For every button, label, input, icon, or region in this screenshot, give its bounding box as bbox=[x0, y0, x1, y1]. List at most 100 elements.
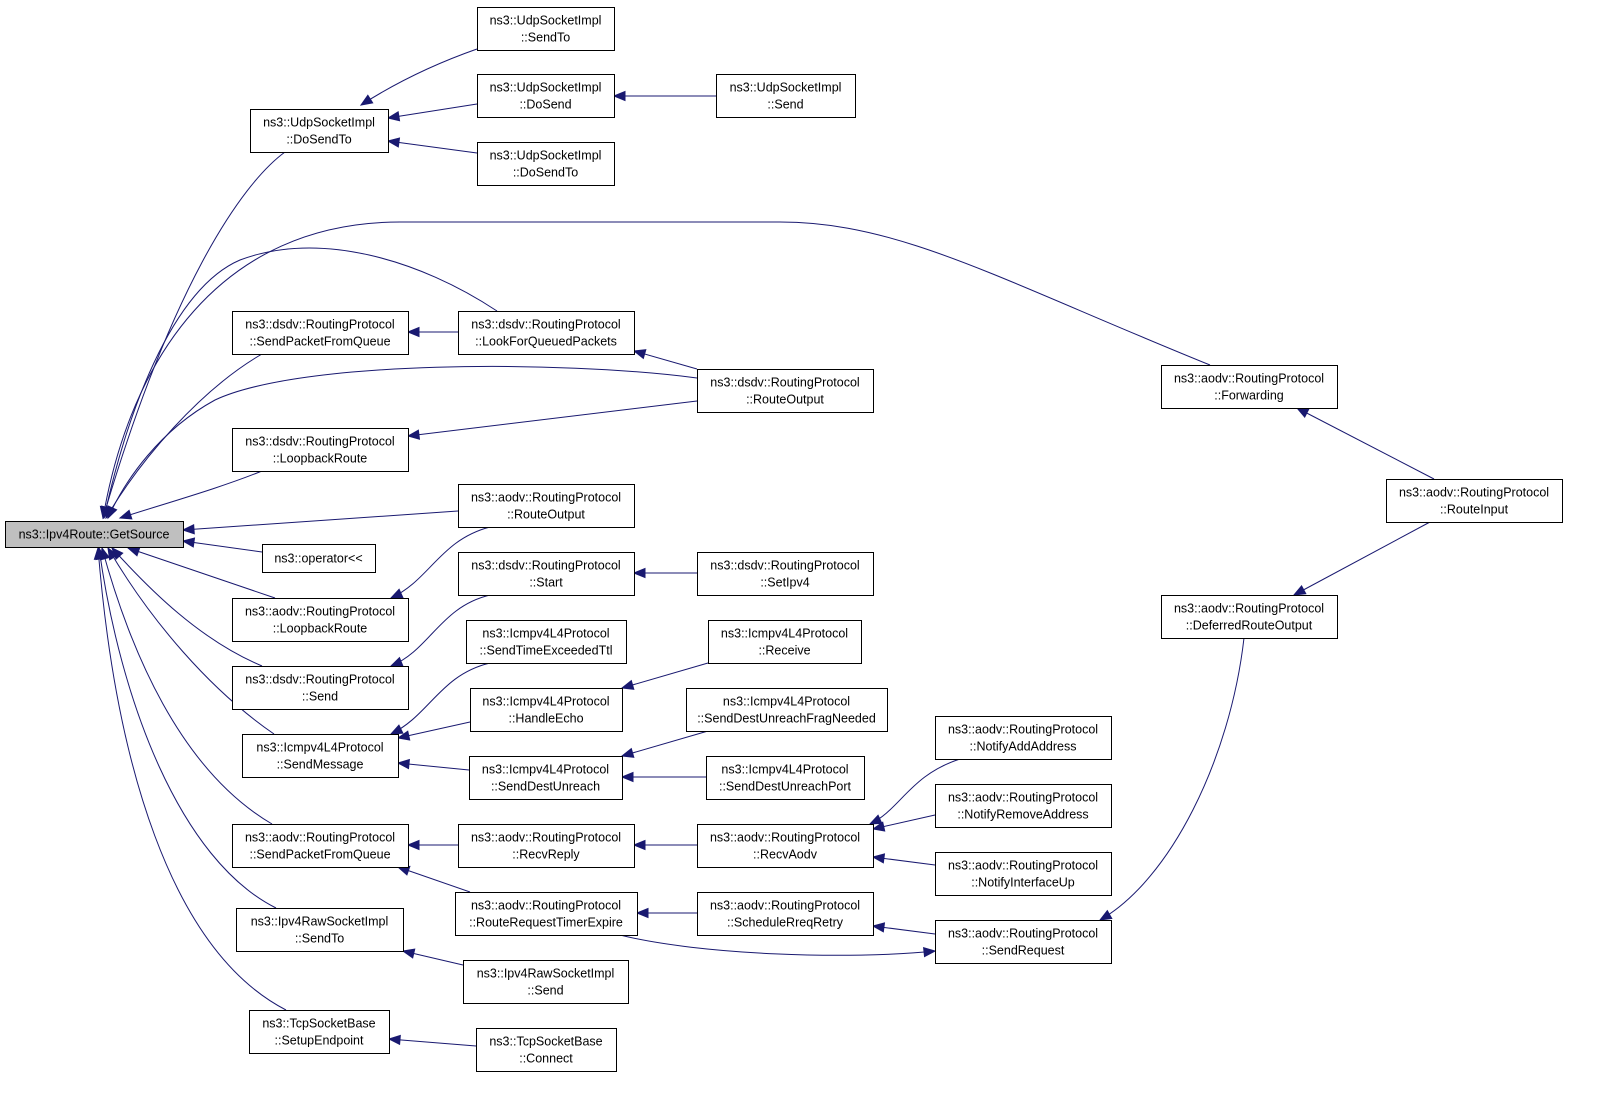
edge-line bbox=[397, 866, 471, 893]
node-udp-dosendto-caller[interactable]: ns3::UdpSocketImpl::DoSendTo bbox=[477, 142, 615, 186]
edge-udp_dosendto_caller-to-udp_dosendto_main bbox=[386, 137, 478, 154]
node-operator-ll[interactable]: ns3::operator<< bbox=[262, 544, 376, 573]
node-icmp-senddestunreachport[interactable]: ns3::Icmpv4L4Protocol::SendDestUnreachPo… bbox=[706, 756, 865, 800]
edge-line bbox=[101, 547, 273, 825]
node-udp-sendto[interactable]: ns3::UdpSocketImpl::SendTo bbox=[477, 7, 615, 51]
edge-line bbox=[1293, 521, 1431, 596]
node-aodv-schedulerreqretry[interactable]: ns3::aodv::RoutingProtocol::ScheduleRreq… bbox=[697, 892, 874, 936]
edge-aodv_routeoutput-to-aodv_loopbackroute bbox=[389, 526, 491, 599]
node-label-line: ns3::dsdv::RoutingProtocol bbox=[245, 318, 394, 332]
node-label-line: ns3::Ipv4RawSocketImpl bbox=[477, 967, 615, 981]
node-box bbox=[716, 74, 856, 118]
node-icmp-senddestunreachfragneeded[interactable]: ns3::Icmpv4L4Protocol::SendDestUnreachFr… bbox=[686, 688, 888, 732]
node-aodv-notifyinterfaceup[interactable]: ns3::aodv::RoutingProtocol::NotifyInterf… bbox=[935, 852, 1112, 896]
node-udp-dosend[interactable]: ns3::UdpSocketImpl::DoSend bbox=[477, 74, 615, 118]
edge-aodv_schedulerreqretry-to-aodv_routerequesttimerexpire bbox=[635, 907, 697, 919]
edge-line bbox=[390, 662, 491, 735]
arrowhead bbox=[389, 724, 404, 735]
edge-line bbox=[107, 365, 698, 519]
node-aodv-recvaodv[interactable]: ns3::aodv::RoutingProtocol::RecvAodv bbox=[697, 824, 874, 868]
node-aodv-recvreply[interactable]: ns3::aodv::RoutingProtocol::RecvReply bbox=[458, 824, 635, 868]
node-aodv-routerequesttimerexpire[interactable]: ns3::aodv::RoutingProtocol::RouteRequest… bbox=[455, 892, 638, 936]
arrowhead bbox=[612, 90, 626, 102]
node-box bbox=[232, 598, 409, 642]
node-box bbox=[706, 756, 865, 800]
node-box bbox=[242, 734, 399, 778]
node-tcp-setupendpoint[interactable]: ns3::TcpSocketBase::SetupEndpoint bbox=[249, 1010, 390, 1054]
node-label-line: ::NotifyInterfaceUp bbox=[971, 876, 1075, 890]
edge-line bbox=[102, 151, 286, 519]
node-aodv-forwarding[interactable]: ns3::aodv::RoutingProtocol::Forwarding bbox=[1161, 365, 1338, 409]
node-aodv-sendpacketfromqueue[interactable]: ns3::aodv::RoutingProtocol::SendPacketFr… bbox=[232, 824, 409, 868]
arrowhead bbox=[406, 326, 420, 338]
edge-aodv_routeinput-to-aodv_forwarding bbox=[1295, 407, 1435, 480]
node-aodv-notifyremoveaddress[interactable]: ns3::aodv::RoutingProtocol::NotifyRemove… bbox=[935, 784, 1112, 828]
node-icmp-sendmessage[interactable]: ns3::Icmpv4L4Protocol::SendMessage bbox=[242, 734, 399, 778]
node-box bbox=[697, 824, 874, 868]
node-label-line: ::SendTimeExceededTtl bbox=[480, 644, 613, 658]
node-aodv-routeinput[interactable]: ns3::aodv::RoutingProtocol::RouteInput bbox=[1386, 479, 1563, 523]
edge-icmp_receive-to-icmp_handleecho bbox=[620, 662, 709, 690]
edge-line bbox=[102, 221, 1211, 519]
node-label-line: ::SendPacketFromQueue bbox=[249, 848, 390, 862]
edge-icmp_sendmessage-to-getsource bbox=[107, 546, 275, 735]
node-label-line: ns3::dsdv::RoutingProtocol bbox=[245, 673, 394, 687]
node-ipv4raw-send[interactable]: ns3::Ipv4RawSocketImpl::Send bbox=[463, 960, 629, 1004]
node-dsdv-loopbackroute[interactable]: ns3::dsdv::RoutingProtocol::LoopbackRout… bbox=[232, 428, 409, 472]
node-dsdv-setipv4[interactable]: ns3::dsdv::RoutingProtocol::SetIpv4 bbox=[697, 552, 874, 596]
arrowhead bbox=[632, 839, 646, 851]
arrowhead bbox=[635, 907, 649, 919]
node-label-line: ::ScheduleRreqRetry bbox=[727, 916, 844, 930]
node-udp-dosendto-main[interactable]: ns3::UdpSocketImpl::DoSendTo bbox=[250, 109, 389, 153]
node-box bbox=[1386, 479, 1563, 523]
node-box bbox=[455, 892, 638, 936]
node-label-line: ns3::aodv::RoutingProtocol bbox=[710, 899, 860, 913]
edge-line bbox=[621, 730, 709, 757]
node-dsdv-sendpacketfromqueue[interactable]: ns3::dsdv::RoutingProtocol::SendPacketFr… bbox=[232, 311, 409, 355]
node-dsdv-lookforqueuedpackets[interactable]: ns3::dsdv::RoutingProtocol::LookForQueue… bbox=[458, 311, 635, 355]
node-label-line: ns3::aodv::RoutingProtocol bbox=[1174, 602, 1324, 616]
node-dsdv-send[interactable]: ns3::dsdv::RoutingProtocol::Send bbox=[232, 666, 409, 710]
node-icmp-senddestunreach[interactable]: ns3::Icmpv4L4Protocol::SendDestUnreach bbox=[469, 756, 623, 800]
node-box bbox=[697, 892, 874, 936]
node-box bbox=[262, 544, 376, 573]
node-aodv-notifyaddaddress[interactable]: ns3::aodv::RoutingProtocol::NotifyAddAdd… bbox=[935, 716, 1112, 760]
edge-line bbox=[390, 594, 491, 667]
edge-line bbox=[111, 547, 263, 667]
node-aodv-sendrequest[interactable]: ns3::aodv::RoutingProtocol::SendRequest bbox=[935, 920, 1112, 964]
edge-aodv_recvaodv-to-aodv_recvreply bbox=[632, 839, 697, 851]
node-label-line: ns3::aodv::RoutingProtocol bbox=[471, 831, 621, 845]
node-label-line: ::RouteOutput bbox=[746, 393, 824, 407]
edge-line bbox=[103, 247, 498, 519]
arrowhead bbox=[1098, 909, 1113, 921]
node-aodv-deferredrouteoutput[interactable]: ns3::aodv::RoutingProtocol::DeferredRout… bbox=[1161, 595, 1338, 639]
node-label-line: ns3::aodv::RoutingProtocol bbox=[948, 859, 1098, 873]
edge-dsdv_lookforqueuedpackets-to-getsource bbox=[101, 247, 498, 520]
node-label-line: ::LoopbackRoute bbox=[273, 622, 368, 636]
arrowhead bbox=[359, 94, 374, 106]
node-label-line: ns3::dsdv::RoutingProtocol bbox=[710, 376, 859, 390]
node-udp-send[interactable]: ns3::UdpSocketImpl::Send bbox=[716, 74, 856, 118]
node-icmp-receive[interactable]: ns3::Icmpv4L4Protocol::Receive bbox=[708, 620, 862, 664]
node-tcp-connect[interactable]: ns3::TcpSocketBase::Connect bbox=[476, 1028, 617, 1072]
arrowhead bbox=[107, 546, 119, 561]
node-ipv4raw-sendto[interactable]: ns3::Ipv4RawSocketImpl::SendTo bbox=[236, 908, 404, 952]
node-label-line: ::RouteOutput bbox=[507, 508, 585, 522]
node-dsdv-start[interactable]: ns3::dsdv::RoutingProtocol::Start bbox=[458, 552, 635, 596]
node-dsdv-routeoutput[interactable]: ns3::dsdv::RoutingProtocol::RouteOutput bbox=[697, 369, 874, 413]
node-box bbox=[458, 484, 635, 528]
edge-dsdv_loopbackroute-to-getsource bbox=[118, 470, 263, 520]
node-aodv-loopbackroute[interactable]: ns3::aodv::RoutingProtocol::LoopbackRout… bbox=[232, 598, 409, 642]
edge-aodv_routeinput-to-aodv_deferredrouteoutput bbox=[1292, 521, 1431, 596]
node-box bbox=[477, 142, 615, 186]
node-box bbox=[249, 1010, 390, 1054]
node-getsource[interactable]: ns3::Ipv4Route::GetSource bbox=[5, 521, 184, 548]
node-label-line: ns3::aodv::RoutingProtocol bbox=[948, 927, 1098, 941]
node-icmp-handleecho[interactable]: ns3::Icmpv4L4Protocol::HandleEcho bbox=[470, 688, 623, 732]
node-aodv-routeoutput[interactable]: ns3::aodv::RoutingProtocol::RouteOutput bbox=[458, 484, 635, 528]
node-label-line: ::Send bbox=[767, 98, 803, 112]
node-box bbox=[708, 620, 862, 664]
node-label-line: ::Connect bbox=[519, 1052, 573, 1066]
arrowhead bbox=[406, 839, 420, 851]
node-icmp-sendtimeexceededttl[interactable]: ns3::Icmpv4L4Protocol::SendTimeExceededT… bbox=[466, 620, 627, 664]
